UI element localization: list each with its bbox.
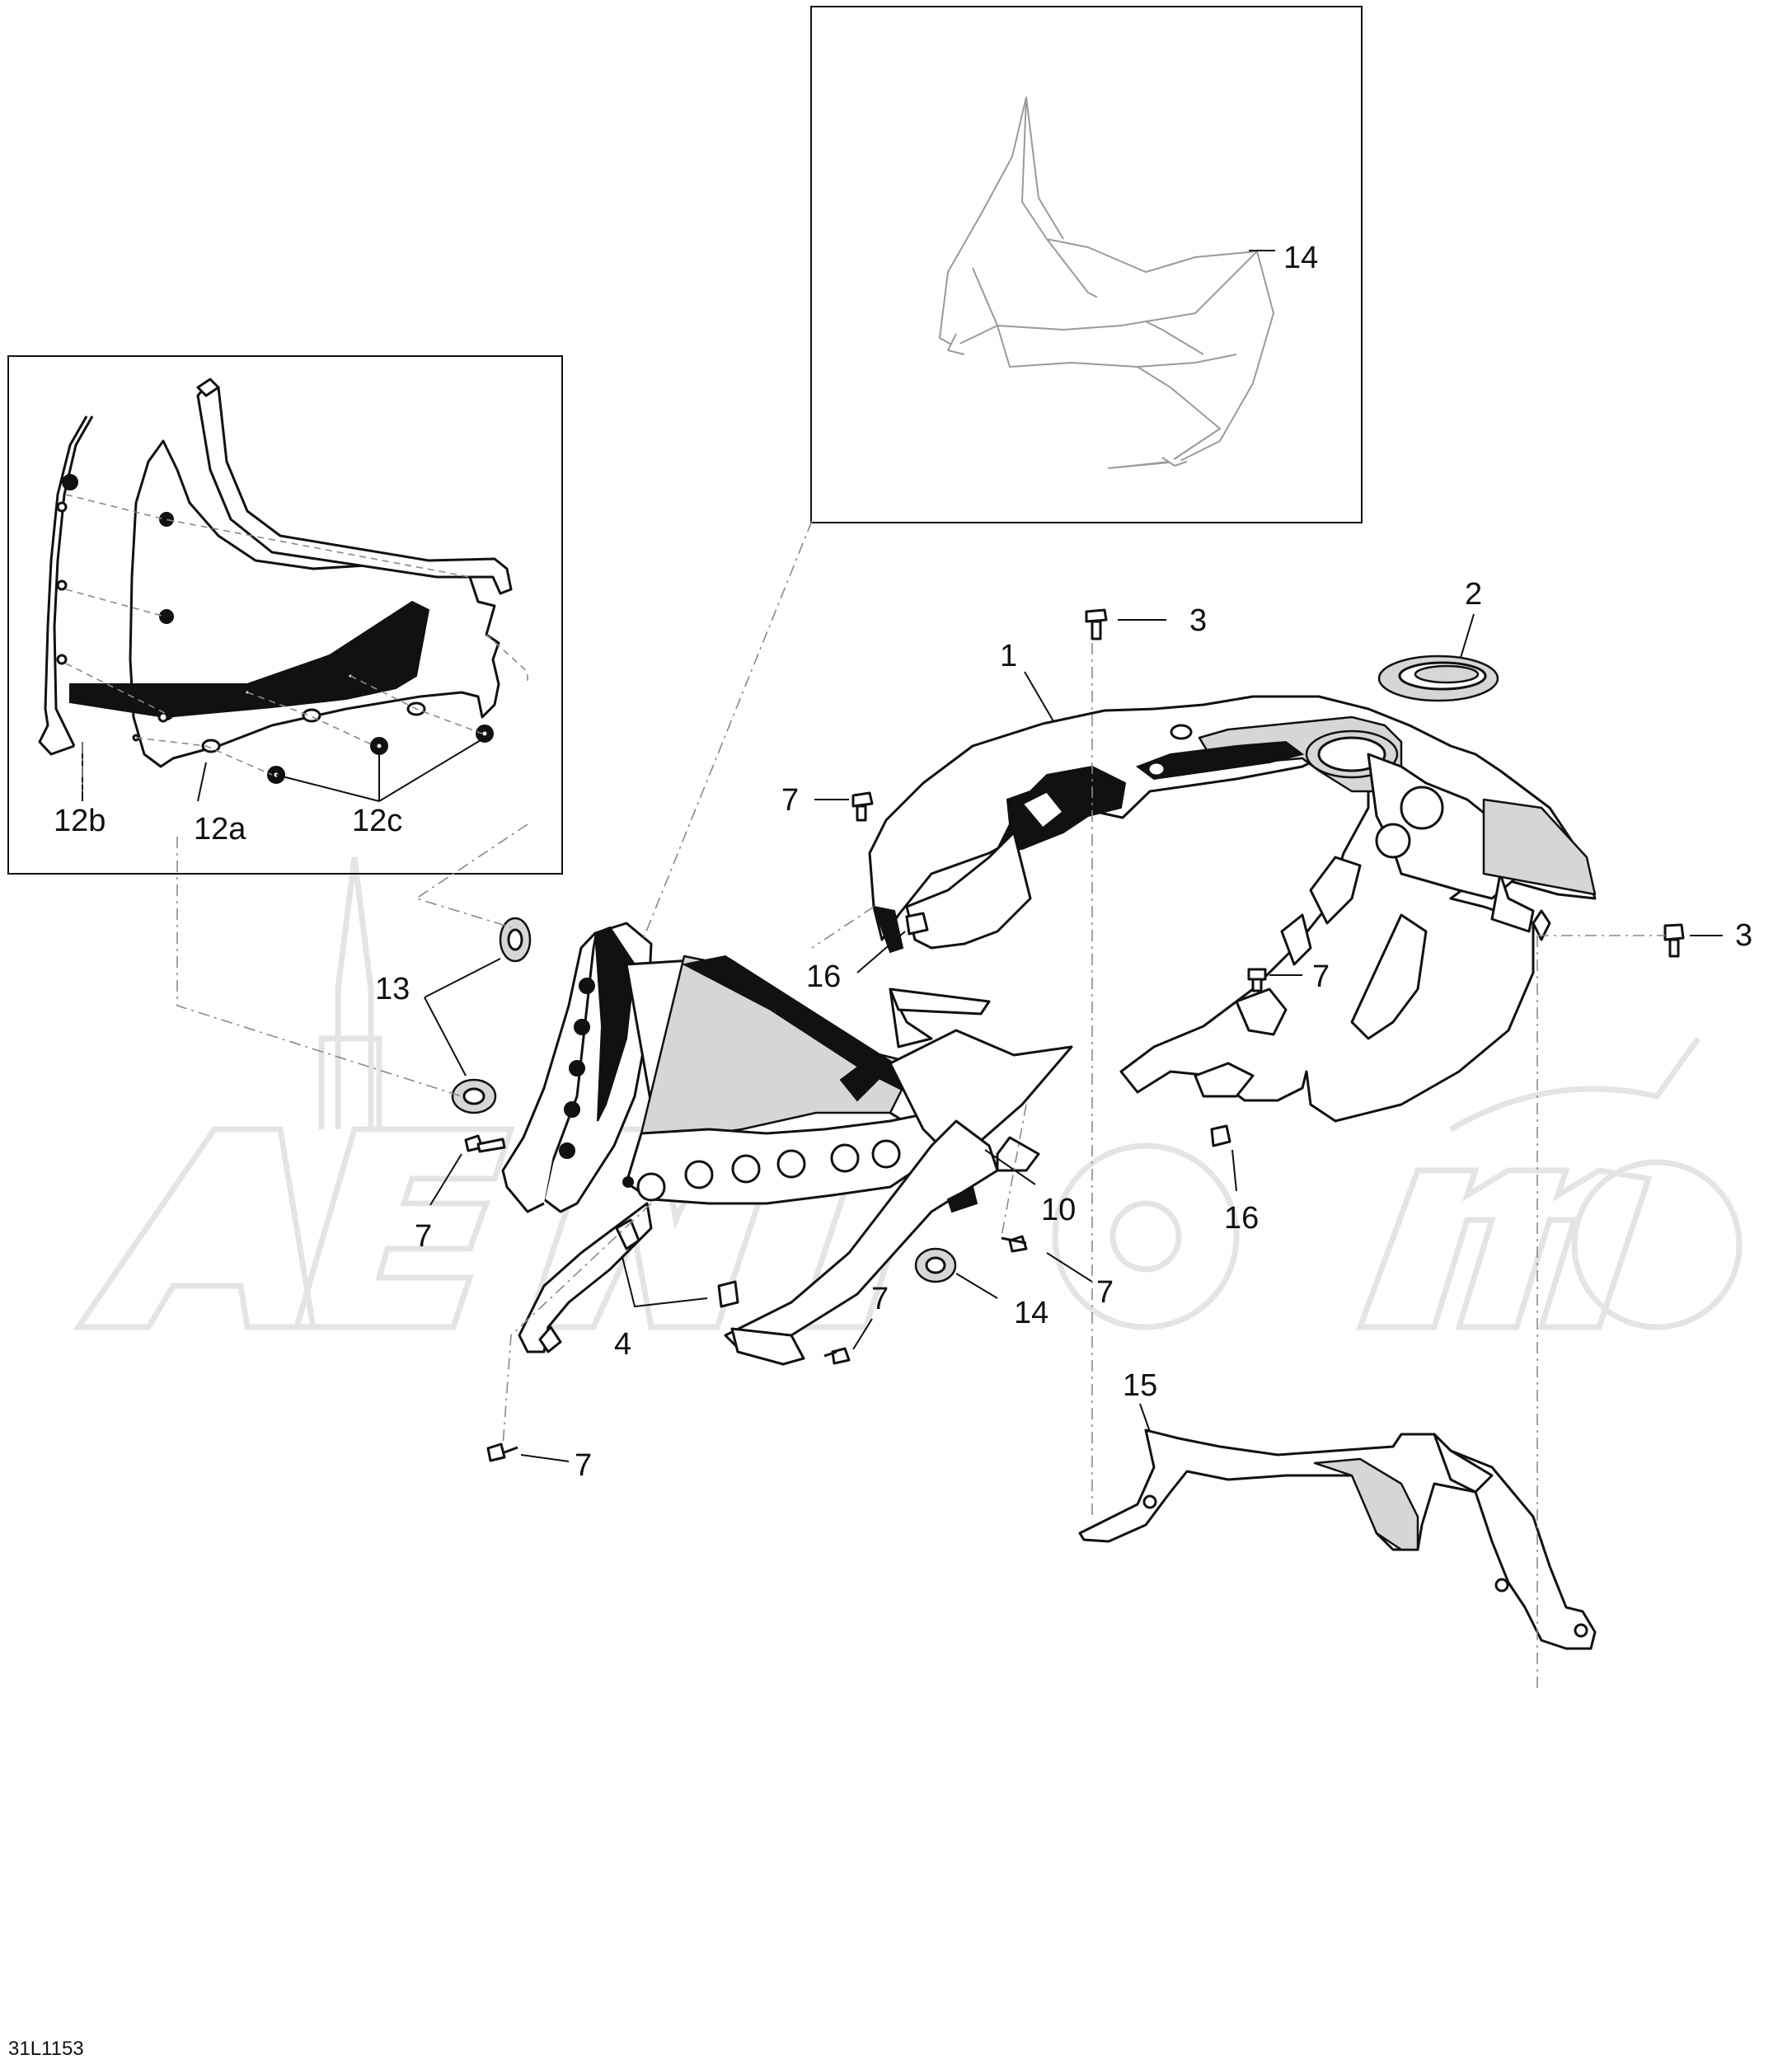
callout-16a: 16 <box>806 959 841 994</box>
drawing-code: 31L1153 <box>8 2038 84 2060</box>
part-lower-bracket <box>1078 1428 1597 1650</box>
callout-13: 13 <box>375 972 410 1006</box>
callout-7a: 7 <box>781 783 799 818</box>
part-windshield <box>939 96 1274 469</box>
callout-3a: 3 <box>1189 603 1207 638</box>
part-deflector-kit <box>38 378 513 784</box>
callout-7f: 7 <box>575 1448 592 1483</box>
leader-12a <box>197 762 207 802</box>
part-upper-body-panel <box>868 695 1597 1123</box>
leader-2 <box>1460 613 1475 659</box>
leader-4 <box>622 1256 708 1308</box>
leader-15 <box>1139 1403 1151 1433</box>
callout-4: 4 <box>614 1327 631 1362</box>
callout-12c: 12c <box>352 804 402 838</box>
part-clip-4b <box>717 1280 739 1308</box>
callout-7b: 7 <box>1312 959 1330 994</box>
callout-15: 15 <box>1123 1368 1157 1403</box>
part-fuel-cap-ring <box>1377 654 1499 702</box>
part-screw-3b <box>1663 923 1685 958</box>
part-screw-7f <box>486 1442 518 1462</box>
inset-frame-windshield <box>810 6 1363 523</box>
leader-7c <box>429 1153 462 1206</box>
leader-7d <box>1046 1252 1093 1283</box>
leader-13 <box>424 958 501 1077</box>
part-screw-7c <box>464 1134 506 1153</box>
callout-3b: 3 <box>1735 918 1752 953</box>
watermark-logo <box>73 856 1743 1330</box>
inset-frame-deflector <box>7 355 563 875</box>
callout-12a: 12a <box>194 812 246 847</box>
callout-1: 1 <box>1000 639 1017 673</box>
leader-16a <box>856 931 906 973</box>
deflector-dash-lines <box>65 494 528 776</box>
part-clip-4a <box>615 1218 640 1250</box>
part-clip-16a <box>905 912 929 936</box>
callout-7e: 7 <box>871 1282 889 1316</box>
part-screw-7a <box>851 791 874 822</box>
part-screw-7d <box>1001 1235 1028 1253</box>
leader-10 <box>984 1149 1036 1185</box>
part-grommet-13b <box>451 1078 497 1114</box>
leader-7f <box>520 1454 570 1462</box>
callout-14a: 14 <box>1283 241 1318 275</box>
part-grommet-13a <box>499 917 532 963</box>
leader-16b <box>1231 1149 1237 1192</box>
part-clip-16b <box>1210 1124 1231 1147</box>
part-grommet-14b <box>914 1247 957 1283</box>
callout-12b: 12b <box>54 804 106 838</box>
callout-10: 10 <box>1041 1193 1076 1227</box>
callout-2: 2 <box>1465 577 1482 612</box>
leader-14b <box>955 1273 998 1299</box>
alignment-lines <box>82 520 1665 1690</box>
callout-14b: 14 <box>1014 1296 1048 1330</box>
callout-16b: 16 <box>1224 1201 1259 1236</box>
leader-1 <box>1024 671 1054 722</box>
callout-7d: 7 <box>1096 1275 1114 1310</box>
part-screw-7e <box>823 1347 851 1365</box>
part-screw-3a <box>1085 608 1108 640</box>
leader-7e <box>852 1318 873 1350</box>
leader-12c <box>275 737 486 802</box>
part-nose-frame <box>501 922 1073 1366</box>
part-screw-7b <box>1247 968 1267 992</box>
callout-7c: 7 <box>415 1219 432 1254</box>
